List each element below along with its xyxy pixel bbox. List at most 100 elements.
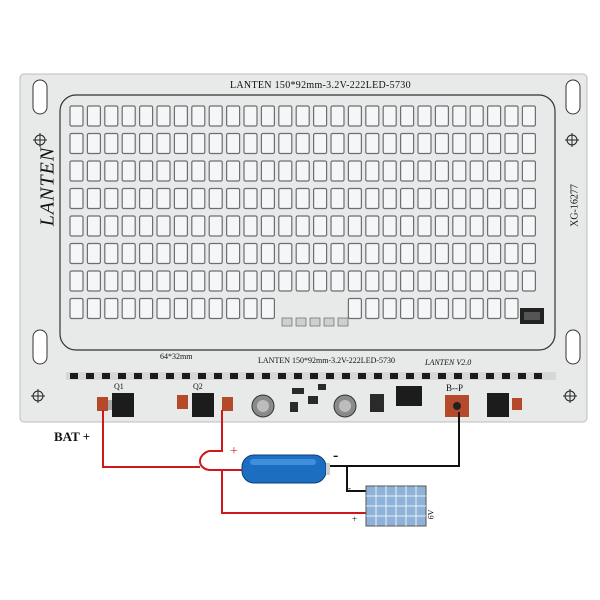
led-chip [365, 160, 380, 182]
battery-minus-label: - [333, 447, 339, 464]
led-chip [208, 132, 223, 155]
led-chip [469, 105, 484, 127]
led-chip [434, 160, 449, 182]
track-dash [182, 373, 190, 379]
led-chip [173, 297, 188, 320]
track-dash [278, 373, 286, 379]
led-chip [313, 187, 328, 210]
led-chip [139, 215, 154, 237]
battery-plus-label: + [230, 444, 238, 459]
led-chip [521, 187, 537, 210]
track-dash [198, 373, 206, 379]
led-chip [434, 132, 449, 155]
capacitor-1 [251, 394, 275, 418]
driver-q3 [487, 393, 522, 417]
led-chip [417, 187, 432, 210]
led-chip [121, 270, 136, 292]
led-chip [330, 242, 345, 265]
led-chip [260, 105, 275, 127]
track-dash [246, 373, 254, 379]
led-chip [417, 105, 432, 127]
led-chip [417, 242, 432, 265]
led-chip [243, 160, 258, 182]
led-chip [295, 270, 310, 292]
led-chip [313, 160, 328, 182]
led-chip [347, 132, 362, 155]
led-chip [452, 297, 467, 320]
led-chip [382, 132, 397, 155]
led-chip [434, 215, 449, 237]
led-chip [191, 160, 206, 182]
led-chip [469, 242, 484, 265]
led-chip [382, 297, 397, 320]
led-chip [469, 187, 484, 210]
q2-label: Q2 [193, 382, 203, 391]
led-chip [139, 187, 154, 210]
led-chip [452, 105, 467, 127]
track-dash [310, 373, 318, 379]
led-chip [330, 187, 345, 210]
led-chip [400, 215, 415, 237]
track-dash [326, 373, 334, 379]
led-chip [487, 270, 502, 292]
mounting-slot-bottom-left [32, 329, 48, 365]
led-chip [69, 297, 84, 320]
track-dash [358, 373, 366, 379]
led-chip [156, 215, 171, 237]
led-chip [347, 187, 362, 210]
ic-chip [370, 386, 422, 412]
led-chip [104, 242, 119, 265]
led-chip [173, 132, 188, 155]
led-chip [260, 187, 275, 210]
led-chip [278, 270, 293, 292]
track-dash [230, 373, 238, 379]
led-chip [417, 297, 432, 320]
led-chip [156, 160, 171, 182]
led-chip [191, 215, 206, 237]
led-chip [278, 215, 293, 237]
led-chip [173, 187, 188, 210]
led-chip [365, 187, 380, 210]
board-top-label: LANTEN 150*92mm-3.2V-222LED-5730 [230, 80, 411, 91]
led-chip [173, 215, 188, 237]
led-chip [400, 187, 415, 210]
led-chip [121, 105, 136, 127]
led-chip [278, 242, 293, 265]
led-chip [452, 187, 467, 210]
led-chip [260, 215, 275, 237]
led-chip [330, 270, 345, 292]
led-chip [69, 215, 84, 237]
led-chip [365, 105, 380, 127]
led-chip [295, 105, 310, 127]
led-chip [347, 242, 362, 265]
led-chip [347, 160, 362, 182]
led-chip [104, 105, 119, 127]
led-chip [156, 297, 171, 320]
red-wire-bat [102, 410, 366, 514]
led-chip [521, 215, 537, 237]
led-chip [208, 105, 223, 127]
bp-label: B--P [446, 383, 464, 393]
led-chip [139, 297, 154, 320]
led-chip [469, 215, 484, 237]
track-dash [422, 373, 430, 379]
led-chip [226, 242, 241, 265]
led-chip [156, 105, 171, 127]
led-chip [226, 297, 241, 320]
led-chip [504, 242, 519, 265]
led-chip [156, 242, 171, 265]
led-chip [243, 270, 258, 292]
track-dash [294, 373, 302, 379]
led-chip [86, 215, 102, 237]
led-chip [347, 105, 362, 127]
led-chip [417, 132, 432, 155]
led-chip [243, 215, 258, 237]
led-chip [260, 132, 275, 155]
track-dash [262, 373, 270, 379]
fiducial-top-left [33, 133, 47, 147]
led-chip [434, 187, 449, 210]
led-chip [521, 105, 537, 127]
track-dash [390, 373, 398, 379]
led-chip [330, 132, 345, 155]
led-chip [295, 187, 310, 210]
